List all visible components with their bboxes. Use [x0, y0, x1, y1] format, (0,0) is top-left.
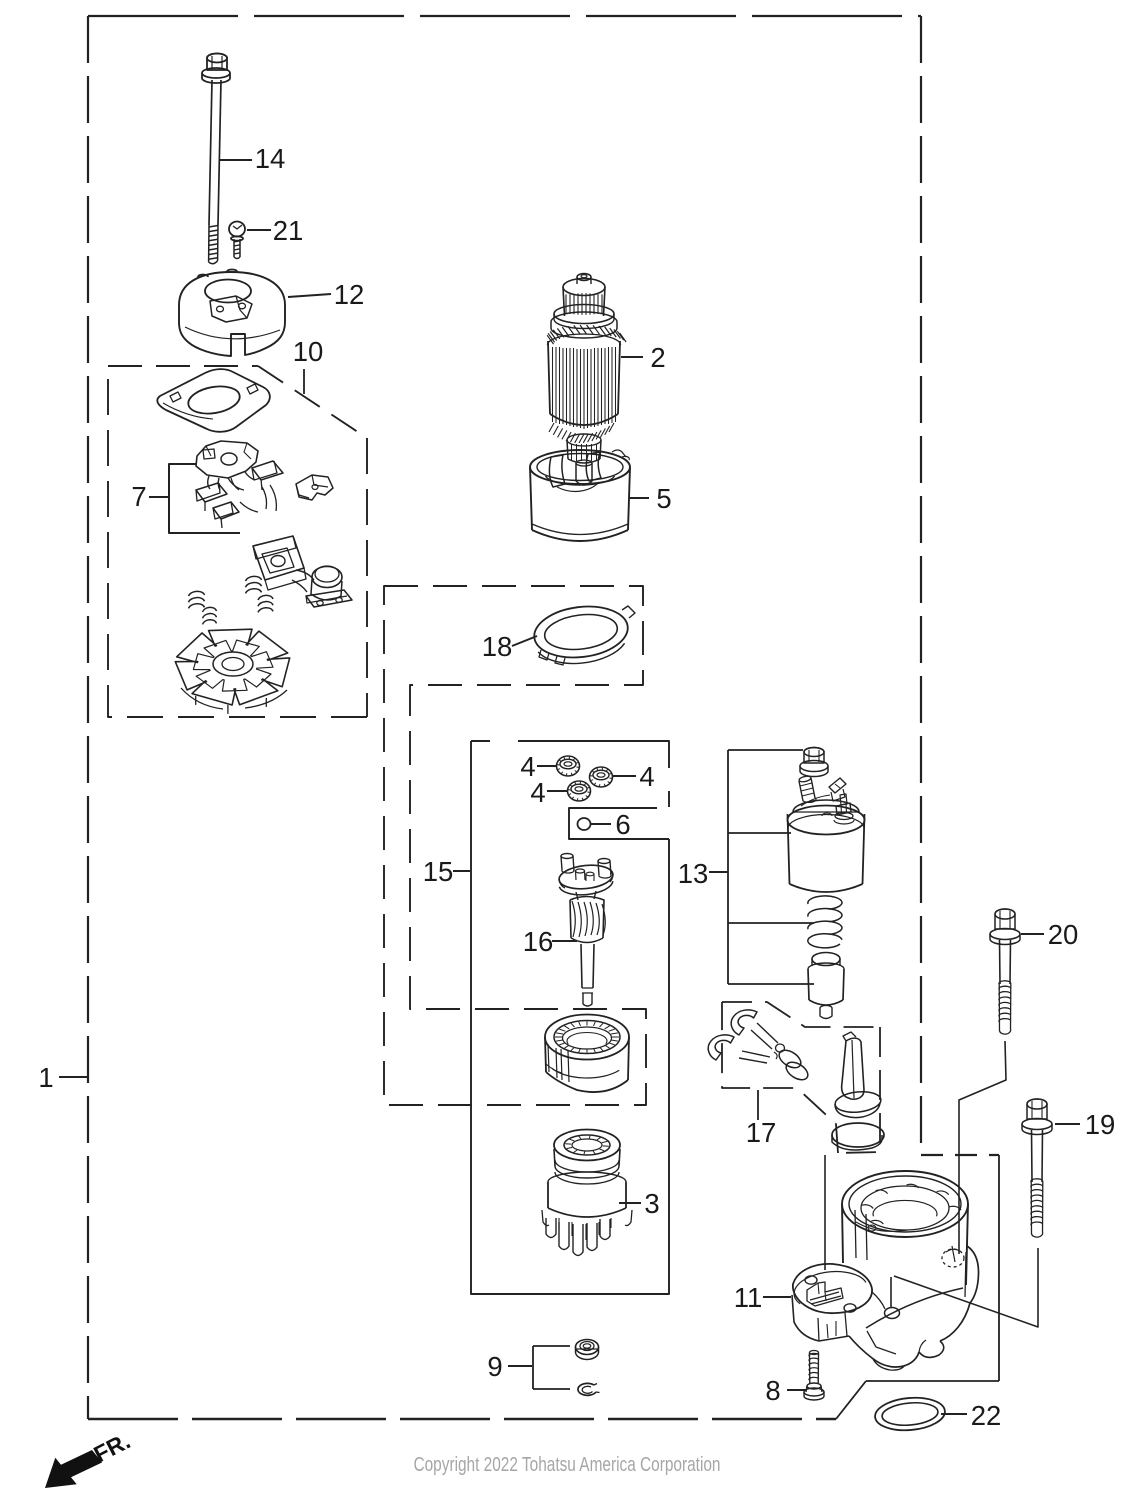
svg-text:4: 4: [530, 777, 545, 808]
svg-text:16: 16: [523, 926, 554, 957]
svg-text:5: 5: [656, 483, 671, 514]
svg-text:3: 3: [644, 1188, 659, 1219]
svg-text:4: 4: [639, 761, 654, 792]
svg-text:4: 4: [520, 751, 535, 782]
svg-text:13: 13: [678, 858, 709, 889]
svg-text:22: 22: [971, 1400, 1002, 1431]
svg-text:20: 20: [1048, 919, 1079, 950]
svg-text:10: 10: [293, 336, 324, 367]
svg-text:19: 19: [1085, 1109, 1116, 1140]
svg-text:9: 9: [487, 1351, 502, 1382]
svg-text:6: 6: [615, 809, 630, 840]
svg-text:2: 2: [650, 342, 665, 373]
svg-text:8: 8: [765, 1375, 780, 1406]
svg-text:15: 15: [423, 856, 454, 887]
svg-text:1: 1: [38, 1062, 53, 1093]
svg-text:12: 12: [334, 279, 365, 310]
svg-text:Copyright 2022 Tohatsu America: Copyright 2022 Tohatsu America Corporati…: [414, 1454, 721, 1476]
svg-text:18: 18: [482, 631, 513, 662]
svg-text:21: 21: [273, 215, 304, 246]
svg-text:11: 11: [734, 1282, 763, 1313]
svg-text:17: 17: [746, 1117, 777, 1148]
svg-text:7: 7: [131, 481, 146, 512]
svg-text:14: 14: [255, 143, 286, 174]
